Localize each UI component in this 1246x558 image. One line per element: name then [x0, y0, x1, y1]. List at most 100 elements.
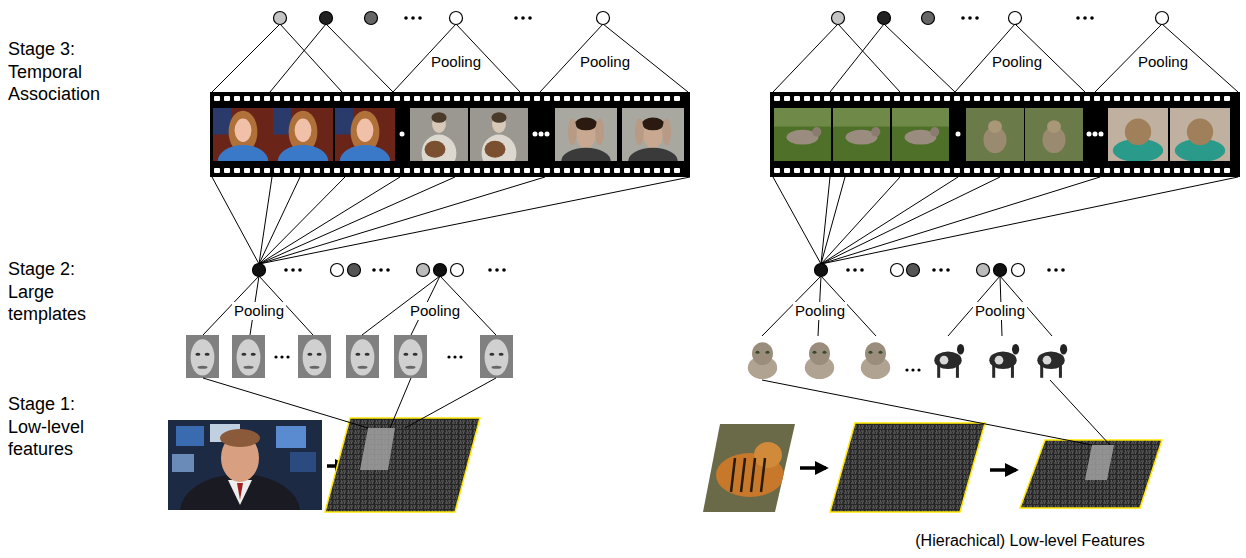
photo-frame [394, 335, 427, 378]
photo-frame [232, 335, 265, 378]
shape [754, 442, 782, 468]
sprocket-hole [644, 168, 650, 173]
shape [833, 108, 890, 127]
sprocket-hole [874, 96, 880, 101]
sprocket-hole [994, 168, 1000, 173]
unit-node [994, 264, 1007, 277]
process-arrow [800, 466, 826, 470]
sprocket-hole [794, 96, 800, 101]
sprocket-hole [1024, 168, 1030, 173]
photo-frame [470, 108, 528, 161]
sprocket-hole [314, 168, 320, 173]
shape [232, 335, 265, 378]
shape [871, 127, 880, 137]
sprocket-hole [574, 168, 580, 173]
shape [700, 420, 800, 515]
sprocket-hole [424, 168, 430, 173]
ellipsis-dots [514, 16, 532, 20]
photo-frame [480, 335, 513, 378]
sprocket-hole [1164, 96, 1170, 101]
shape [1187, 119, 1213, 146]
feature-map [830, 423, 985, 512]
shape [491, 112, 506, 123]
sprocket-hole [454, 168, 460, 173]
dot [453, 355, 456, 358]
sprocket-hole [374, 168, 380, 173]
wire [821, 177, 1000, 264]
dot [1093, 132, 1098, 137]
dot [280, 355, 283, 358]
sprocket-hole [784, 96, 790, 101]
sprocket-holes [214, 168, 680, 173]
sprocket-hole [514, 168, 520, 173]
ellipsis-dots [274, 355, 289, 358]
sprocket-hole [854, 168, 860, 173]
sprocket-hole [1224, 168, 1230, 173]
sprocket-hole [964, 96, 970, 101]
sprocket-hole [984, 168, 990, 173]
sprocket-hole [1044, 168, 1050, 173]
sprocket-hole [304, 96, 310, 101]
sprocket-hole [624, 168, 630, 173]
unit-node [417, 264, 430, 277]
dot [459, 355, 462, 358]
dot [386, 268, 390, 272]
wire [773, 177, 821, 264]
sprocket-hole [544, 96, 550, 101]
ellipsis-dots [961, 16, 979, 20]
sprocket-hole [904, 168, 910, 173]
caption-label: (Hierachical) Low-level Features [915, 531, 1144, 550]
template-patch [360, 428, 395, 470]
shape [492, 366, 502, 369]
sprocket-hole [1024, 96, 1030, 101]
photo-frame [985, 336, 1021, 380]
unit-node [365, 12, 378, 25]
sprocket-hole [974, 168, 980, 173]
dot [939, 268, 943, 272]
unit-node [891, 264, 904, 277]
sprocket-hole [944, 96, 950, 101]
sprocket-hole [834, 168, 840, 173]
sprocket-hole [864, 168, 870, 173]
photo-frame [622, 108, 684, 161]
dot [1054, 268, 1058, 272]
dot [488, 268, 492, 272]
wire [212, 24, 280, 92]
sprocket-hole [854, 96, 860, 101]
shape [335, 108, 353, 135]
dot [528, 16, 532, 20]
photo-frame [858, 336, 893, 380]
sprocket-hole [984, 96, 990, 101]
input-photo [700, 420, 800, 515]
sprocket-hole [914, 96, 920, 101]
sprocket-hole [324, 168, 330, 173]
shape [892, 108, 949, 161]
sprocket-hole [214, 168, 220, 173]
wire [405, 378, 496, 428]
shape [278, 145, 328, 161]
sprocket-hole [574, 96, 580, 101]
sprocket-hole [1104, 96, 1110, 101]
dot [447, 355, 450, 358]
pooling-label: Pooling [578, 53, 632, 71]
sprocket-hole [954, 168, 960, 173]
shape [394, 335, 427, 378]
photo-frame [774, 108, 831, 161]
photo-frame [186, 335, 219, 378]
shape [995, 356, 1004, 365]
shape [191, 339, 215, 375]
shape [425, 141, 446, 158]
unit-node [450, 12, 463, 25]
shape [273, 108, 291, 135]
shape [480, 335, 513, 378]
sprocket-hole [484, 168, 490, 173]
photo-frame [335, 108, 395, 161]
sprocket-hole [254, 168, 260, 173]
dot [911, 368, 914, 371]
dot [860, 268, 864, 272]
dot [495, 268, 499, 272]
sprocket-hole [1094, 96, 1100, 101]
sprocket-hole [1054, 96, 1060, 101]
sprocket-hole [594, 96, 600, 101]
wire [1050, 380, 1110, 445]
